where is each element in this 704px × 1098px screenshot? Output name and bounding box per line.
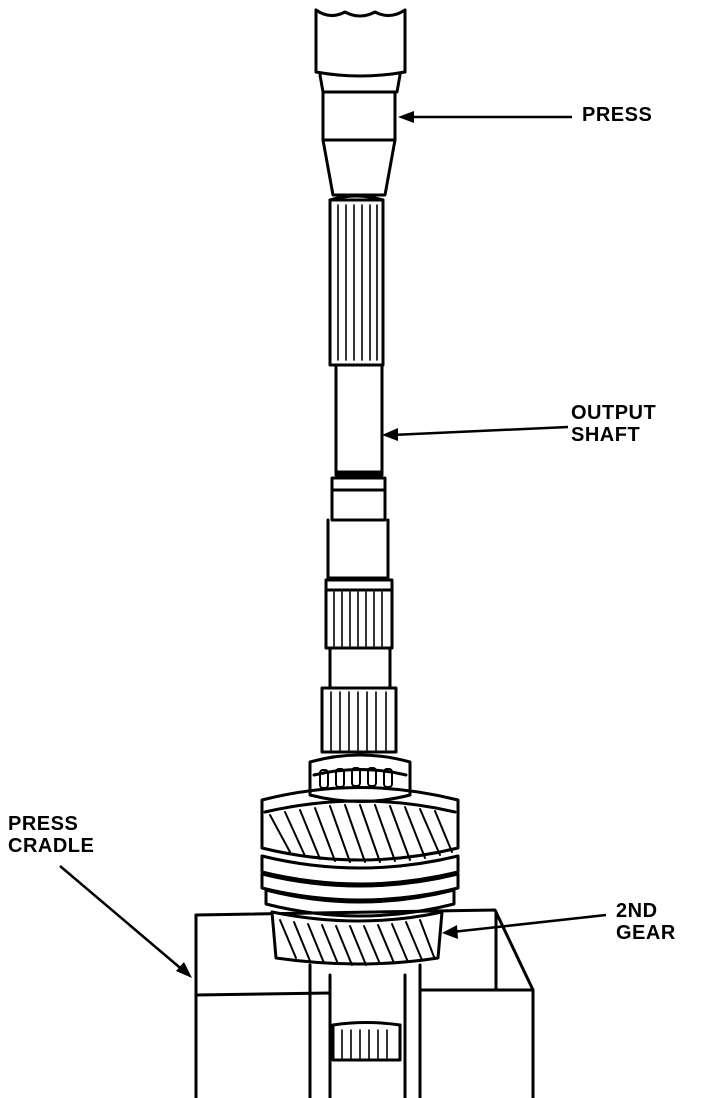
second-gear [270, 910, 444, 966]
label-output-shaft: OUTPUT SHAFT [571, 402, 656, 446]
label-press-text: PRESS [582, 104, 653, 126]
label-second-gear-line2: GEAR [616, 922, 676, 944]
leader-press [398, 111, 572, 123]
leader-output-shaft [382, 425, 569, 441]
label-press-cradle-line2: CRADLE [8, 835, 95, 857]
upper-gear [260, 786, 460, 863]
label-second-gear: 2ND GEAR [616, 900, 676, 944]
output-shaft [320, 194, 398, 754]
leader-press-cradle [59, 865, 192, 978]
leader-second-gear [442, 913, 607, 939]
bearing [308, 753, 412, 803]
label-second-gear-line1: 2ND [616, 900, 658, 922]
label-output-shaft-line2: SHAFT [571, 424, 641, 446]
label-press-cradle-line1: PRESS [8, 813, 79, 835]
label-press-cradle: PRESS CRADLE [8, 813, 94, 857]
shaft-stub [331, 1021, 402, 1062]
synchro-rings [260, 854, 460, 918]
label-output-shaft-line1: OUTPUT [571, 402, 657, 424]
label-press: PRESS [582, 104, 652, 126]
press-ram [314, 8, 407, 197]
press-cradle [194, 908, 535, 1098]
